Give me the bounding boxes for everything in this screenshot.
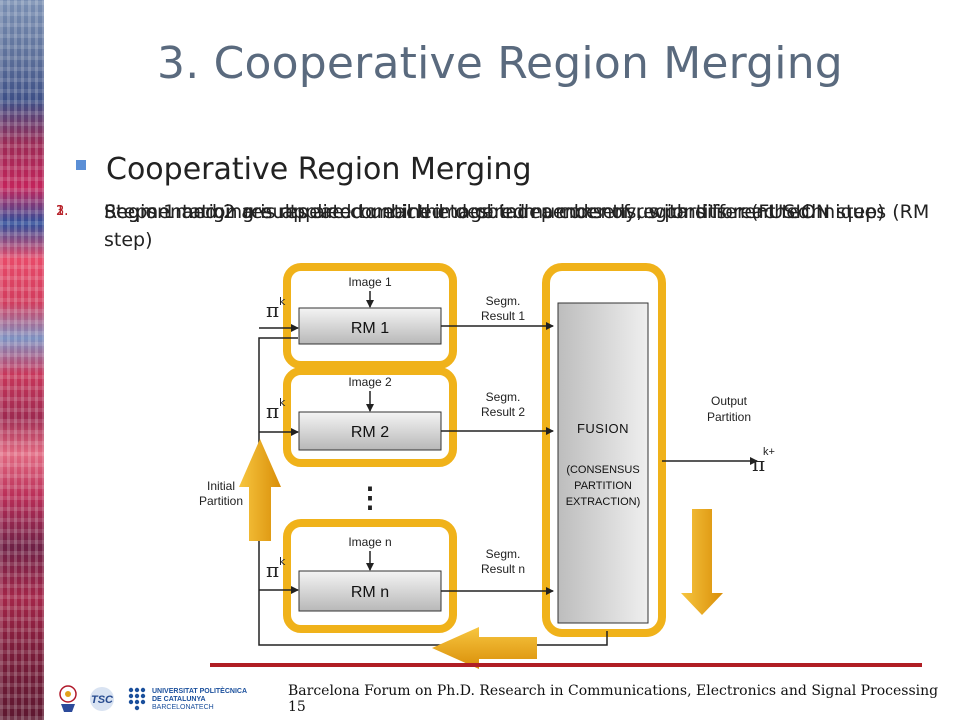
- initial-label-1: Initial: [207, 479, 235, 493]
- step-number: 3.: [56, 204, 69, 219]
- highlight-frame-rmn: [283, 519, 457, 633]
- image-label-1: Image 1: [348, 275, 392, 289]
- fusion-box: [557, 302, 649, 624]
- up-flow-arrow-icon: [239, 439, 281, 541]
- consensus-label-1: (CONSENSUS: [566, 464, 639, 476]
- ellipsis: ⋮: [356, 482, 384, 513]
- image-label-n: Image n: [348, 535, 391, 549]
- step-text: Segmentation results are combined to obt…: [104, 201, 885, 223]
- rm-label-1: RM 1: [351, 320, 389, 337]
- segm-label-1b: Result 1: [481, 309, 525, 323]
- output-label-1: Output: [711, 394, 748, 408]
- step-text: Steps 1 and 2 are repeated until the des…: [104, 201, 816, 223]
- input-k-2: k: [279, 396, 286, 409]
- fusion-label: FUSION: [577, 421, 629, 436]
- upc-name-line2: DE CATALUNYA: [152, 696, 206, 703]
- page-number: 15: [288, 699, 306, 715]
- overlapping-animation-lines: 1. Region merging is applied to each ima…: [56, 198, 936, 262]
- rm-box-1: [298, 307, 442, 345]
- highlight-frame-rm2: [283, 367, 457, 467]
- output-pi: π: [752, 452, 765, 476]
- upc-name-line1: UNIVERSITAT POLITÈCNICA: [152, 686, 247, 695]
- tsc-logo-icon: TSC: [90, 687, 114, 711]
- step-number: 2.: [56, 204, 69, 219]
- footer-caption: Barcelona Forum on Ph.D. Research in Com…: [288, 683, 939, 699]
- decorative-side-strip: [0, 0, 44, 720]
- svg-text:TSC: TSC: [91, 694, 114, 706]
- rm-label-2: RM 2: [351, 424, 389, 441]
- highlight-frame-rm1: [283, 263, 457, 369]
- step-number: 1.: [56, 204, 69, 219]
- upc-logo-icon: [128, 687, 146, 711]
- star-logo-icon: [59, 685, 77, 712]
- output-label-2: Partition: [707, 410, 751, 424]
- step-text: Region merging is applied to each image …: [104, 201, 930, 251]
- highlight-frame-fusion: [542, 263, 666, 637]
- rm-box-n: [298, 570, 442, 612]
- input-pi-1: π: [266, 298, 279, 322]
- segm-label-1a: Segm.: [486, 294, 521, 308]
- input-pi-2: π: [266, 399, 279, 423]
- image-label-2: Image 2: [348, 375, 392, 389]
- consensus-label-2: PARTITION: [574, 480, 632, 492]
- footer-divider: [210, 663, 922, 667]
- rm-label-n: RM n: [351, 584, 389, 601]
- segm-label-2a: Segm.: [486, 390, 521, 404]
- output-superscript: k+1: [763, 446, 775, 458]
- input-pi-n: π: [266, 558, 279, 582]
- upc-name-line3: BARCELONATECH: [152, 704, 214, 711]
- institution-logos: TSC UNIVERSITAT POLITÈCNICA DE CATALUNYA…: [59, 685, 247, 712]
- slide-title: 3. Cooperative Region Merging: [157, 38, 843, 89]
- initial-label-2: Partition: [199, 494, 243, 508]
- rm-box-2: [298, 411, 442, 451]
- left-flow-arrow-icon: [432, 627, 537, 669]
- footer-text: Barcelona Forum on Ph.D. Research in Com…: [288, 683, 960, 715]
- segm-label-2b: Result 2: [481, 405, 525, 419]
- consensus-label-3: EXTRACTION): [566, 496, 641, 508]
- input-k-n: k: [279, 555, 286, 568]
- input-k-1: k: [279, 295, 286, 308]
- bullet-heading: Cooperative Region Merging: [106, 152, 532, 187]
- segm-label-na: Segm.: [486, 547, 521, 561]
- cooperative-region-merging-diagram: π k π k π k Initial Partition Image 1 RM…: [199, 263, 775, 669]
- feedback-loop-line: [258, 337, 608, 646]
- bullet-square-icon: [76, 160, 86, 170]
- segm-label-nb: Result n: [481, 562, 525, 576]
- down-flow-arrow-icon: [681, 509, 723, 615]
